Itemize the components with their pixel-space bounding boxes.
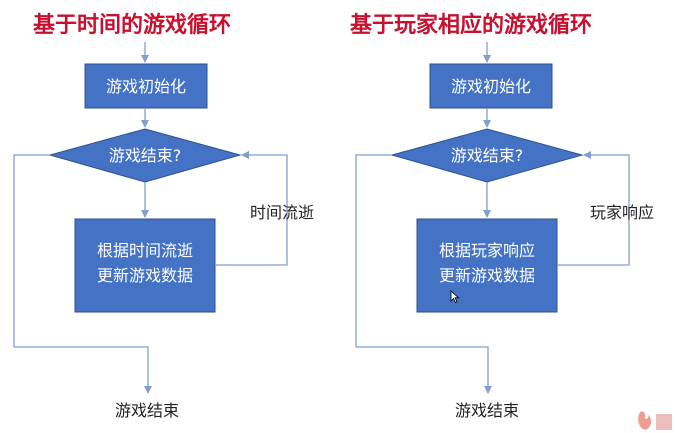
left-chart-title: 基于时间的游戏循环	[33, 12, 231, 38]
right-process-line2: 更新游戏数据	[439, 266, 535, 285]
left-process-line1: 根据时间流逝	[97, 241, 193, 260]
right-init-box	[429, 63, 553, 109]
right-flowchart: 基于玩家相应的游戏循环 游戏初始化 游戏结束? 根据玩家响应 更新游戏数据 玩家…	[350, 12, 654, 420]
right-loop-label: 玩家响应	[590, 203, 654, 222]
left-process-box	[74, 218, 216, 313]
left-loop-arrow	[215, 151, 288, 266]
right-end-label: 游戏结束	[455, 401, 519, 420]
right-decision-label: 游戏结束?	[451, 146, 524, 165]
right-init-label: 游戏初始化	[451, 77, 531, 96]
right-exit-arrow	[355, 154, 492, 394]
right-process-box	[416, 218, 558, 313]
left-process-line2: 更新游戏数据	[97, 266, 193, 285]
mouse-cursor-icon	[450, 290, 460, 304]
left-flowchart: 基于时间的游戏循环 游戏初始化 游戏结束? 根据时间流逝 更新游戏数据 时间流逝…	[13, 12, 314, 420]
left-loop-label: 时间流逝	[250, 203, 314, 222]
left-decision-label: 游戏结束?	[109, 146, 182, 165]
left-init-label: 游戏初始化	[106, 77, 186, 96]
left-end-label: 游戏结束	[115, 401, 179, 420]
left-init-box	[84, 63, 208, 109]
left-exit-arrow	[13, 154, 152, 394]
right-process-line1: 根据玩家响应	[439, 241, 535, 260]
right-chart-title: 基于玩家相应的游戏循环	[350, 12, 592, 38]
watermark-logo-icon	[638, 411, 672, 430]
right-loop-arrow	[557, 151, 630, 266]
